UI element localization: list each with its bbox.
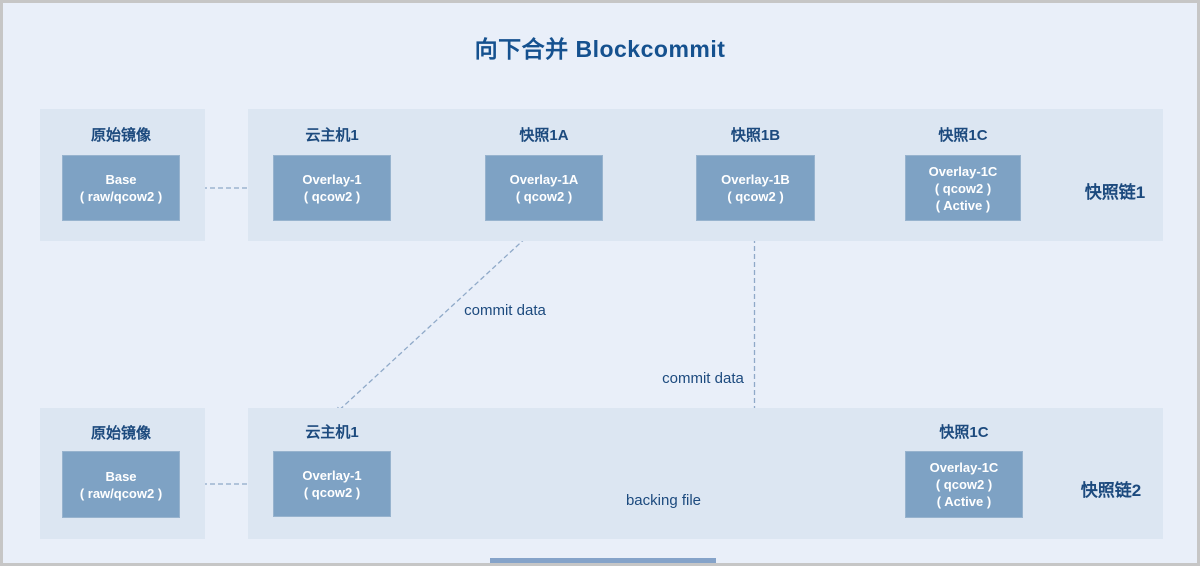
node-line: Overlay-1 (302, 172, 362, 187)
node-line: Base (105, 172, 137, 187)
node-overlay1c-chain1: Overlay-1C ( qcow2 ) ( Active ) (905, 155, 1021, 221)
node-overlay1-chain2: Overlay-1 ( qcow2 ) (273, 451, 391, 517)
label-origin-chain2: 原始镜像 (90, 425, 151, 442)
label-vm1-chain1: 云主机1 (305, 127, 359, 144)
chain1-name: 快照链1 (1084, 183, 1146, 202)
node-line: ( qcow2 ) (934, 180, 992, 196)
chain2-name: 快照链2 (1080, 481, 1142, 500)
backing-file-label: backing file (625, 492, 702, 509)
commit-data-label-a: commit data (464, 302, 546, 319)
label-snapshot1c-chain2: 快照1C (939, 424, 989, 441)
node-line: ( qcow2 ) (727, 189, 784, 204)
label-origin-chain1: 原始镜像 (90, 127, 151, 144)
node-line: ( Active ) (936, 494, 992, 509)
node-line: Overlay-1 (302, 468, 362, 483)
node-line: ( qcow2 ) (303, 189, 361, 204)
node-line: ( qcow2 ) (515, 189, 573, 204)
commit-data-label-b: commit data (662, 370, 744, 387)
node-line: Overlay-1A (509, 172, 579, 187)
label-snapshot1a: 快照1A (519, 127, 569, 144)
node-line: ( Active ) (935, 197, 991, 213)
node-base-chain2: Base ( raw/qcow2 ) (62, 451, 180, 518)
node-line: Overlay-1C (929, 460, 999, 475)
node-line: ( raw/qcow2 ) (79, 485, 163, 501)
node-base-chain1: Base ( raw/qcow2 ) (62, 155, 180, 221)
label-vm1-chain2: 云主机1 (305, 424, 359, 441)
node-overlay1b: Overlay-1B ( qcow2 ) (696, 155, 815, 221)
node-line: ( qcow2 ) (935, 477, 993, 492)
node-line: Overlay-1C (928, 163, 998, 179)
horizontal-scrollbar-thumb[interactable] (490, 558, 716, 563)
label-snapshot1b: 快照1B (730, 127, 781, 144)
page-title: 向下合并 Blockcommit (474, 36, 726, 62)
node-overlay1c-chain2: Overlay-1C ( qcow2 ) ( Active ) (905, 451, 1023, 518)
node-line: ( qcow2 ) (303, 485, 361, 500)
node-line: ( raw/qcow2 ) (79, 189, 163, 204)
node-overlay1a: Overlay-1A ( qcow2 ) (485, 155, 603, 221)
node-line: Overlay-1B (721, 172, 790, 187)
node-line: Base (105, 468, 137, 484)
label-snapshot1c-chain1: 快照1C (938, 127, 988, 144)
node-overlay1-chain1: Overlay-1 ( qcow2 ) (273, 155, 391, 221)
